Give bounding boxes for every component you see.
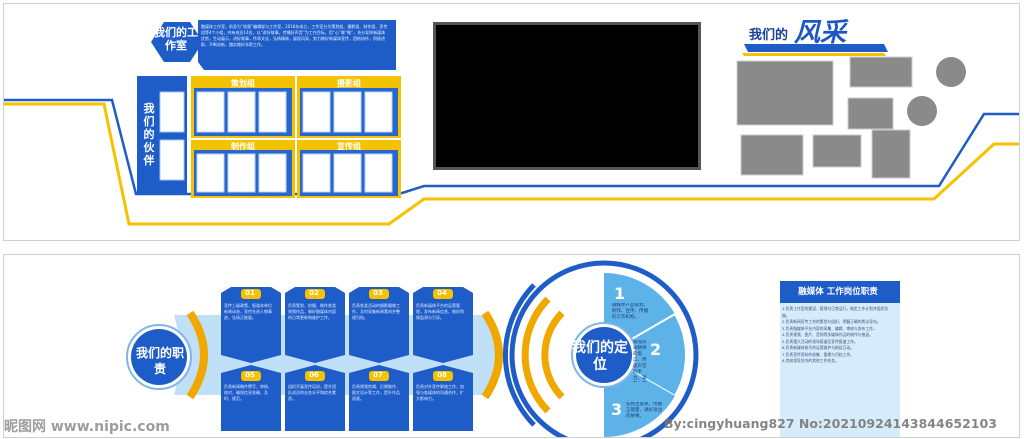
duty-card-text: 负责新媒体平台的运营管理，发布新闻信息，做好舆情监测与引导。 [416,303,464,320]
duty-card-num: 07 [373,371,383,379]
showcase-title: 我们的 [749,28,789,43]
showcase-title-big: 风采 [794,18,847,48]
position-segment-number: 1 [614,284,626,303]
showcase-title-underline-yellow [742,53,886,56]
group-board-production [191,140,295,198]
duty-card-text: 负责各类活动的摄影摄像工作，及时采集新闻素材并整理归档。 [352,303,400,320]
tv-screen [436,25,698,167]
job-duty-item: 2.负责新闻宣传工作的策划与组织，把握正确的舆论导向。 [782,319,881,324]
blue-arc [502,283,536,427]
duty-card-text: 组织开展宣传培训，提升团队成员的业务水平和综合素质。 [288,384,336,401]
right-arc [481,310,503,400]
position-segment-number: 3 [611,400,623,419]
position-segment-text: 融媒体产品策划、制作、宣传、传播的工作机构。 [612,303,648,320]
blue-wave-line [4,98,1019,196]
duty-card-num: 05 [245,371,255,379]
duty-card-num: 01 [245,289,255,297]
group-label-publicity: 宣传组 [337,142,361,151]
duties-wall-panel [3,254,1020,438]
job-duty-item: 5.负责重大活动的现场报道及宣传报道工作。 [782,338,858,344]
group-label-planning: 策划组 [231,79,255,88]
intro-banner [198,20,396,70]
studio-hex-badge [151,22,203,62]
job-duties-board [780,281,900,437]
job-duty-item: 6.负责新媒体账号的运营维护与粉丝互动。 [782,345,854,350]
studio-title: 我们的工作室 [154,26,198,52]
job-duty-item: 7.负责宣传资料的收集、整理与归档工作。 [782,351,854,357]
yellow-wave-line [4,102,1019,226]
photo-placeholder [847,97,894,130]
job-duty-item: 8.完成领导交办的其他工作任务。 [782,358,839,363]
job-duty-item: 4.负责视频、图片、音频等多媒体作品的制作与推送。 [782,332,873,337]
duty-card-text: 负责对外宣传联络工作，加强与各媒体的沟通合作，扩大影响力。 [416,384,464,401]
position-segment-number: 2 [650,340,662,359]
duty-card-num: 04 [437,289,447,297]
watermark-left: 昵图网 www.nipic.com [4,419,170,435]
duty-card-num: 06 [309,371,319,379]
photo-placeholder [740,134,804,176]
photo-placeholder [849,56,913,88]
group-label-photo: 摄影组 [337,79,361,88]
duties-wall-graphics [126,260,900,437]
photo-placeholder [736,60,834,126]
position-segment-text: 展现风采精神的窗口，传递声音的平台，凝聚力量的纽带。 [633,340,647,381]
duty-card-text: 宣传上级政策，报道本单位新闻动态，宣传先进人物事迹，弘扬正能量。 [224,303,272,320]
position-center [576,327,632,383]
duty-card-text: 负责新闻稿件撰写、审核、校对，确保信息准确、及时、规范。 [224,384,272,401]
position-segment-2 [602,312,687,398]
photo-placeholder-round [907,96,937,126]
left-arc [186,310,208,400]
showcase-title-underline [744,44,888,52]
duty-card-num: 02 [309,289,319,297]
studio-intro-text: 融媒体工作室，前身为“校报”编辑部与工作室，2018年成立，工作室分为策划组、摄… [201,24,388,47]
partners-title: 我们的伙伴 [143,102,155,167]
duties-title: 我们的职责 [135,346,184,376]
group-label-production: 制作组 [231,142,255,151]
group-board-planning [191,76,295,138]
partner-photo-frame [159,139,185,181]
photo-placeholder [871,129,911,179]
duty-card-num: 03 [373,289,383,297]
watermark-right: By:cingyhuang827 No:20210924143844652103 [664,416,997,431]
duties-circle [131,329,187,385]
group-board-publicity [297,140,401,198]
orange-arc [521,296,551,414]
position-segment-text: 弘扬主旋律，传播正能量，讲好身边的故事。 [626,402,662,419]
job-duties-list: 1.负责工作室的建设、管理与日常运行，制定工作计划并组织实施。 2.负责新闻宣传… [782,306,892,365]
job-duties-title: 融媒体 工作岗位职责 [798,287,878,297]
duty-card-num: 08 [437,371,447,379]
photo-placeholder-round [936,57,966,87]
orange-arc [541,310,565,400]
group-board-photo [297,76,401,138]
job-duty-item: 1.负责工作室的建设、管理与日常运行，制定工作计划并组织实施。 [782,306,889,318]
duty-cards [221,287,473,431]
photo-placeholder [812,134,862,168]
studio-wall-panel: 我们的工作室 融媒体工作室，前身为“校报”编辑部与工作室，2018年成立，工作室… [3,3,1020,241]
position-title: 我们的定位 [572,340,628,373]
duty-card-text: 负责视频剪辑、后期制作、图文设计等工作，提升作品质量。 [352,384,400,401]
partner-photo-frame [159,91,185,133]
studio-wall-graphics [4,20,1019,226]
job-duties-header [780,281,900,303]
job-duty-item: 3.负责融媒体平台内容的采集、编辑、审核与发布工作。 [782,325,877,331]
duty-card-text: 负责策划、拍摄、制作各类视频作品，做好融媒体内容的日常更新和维护工作。 [288,303,336,320]
